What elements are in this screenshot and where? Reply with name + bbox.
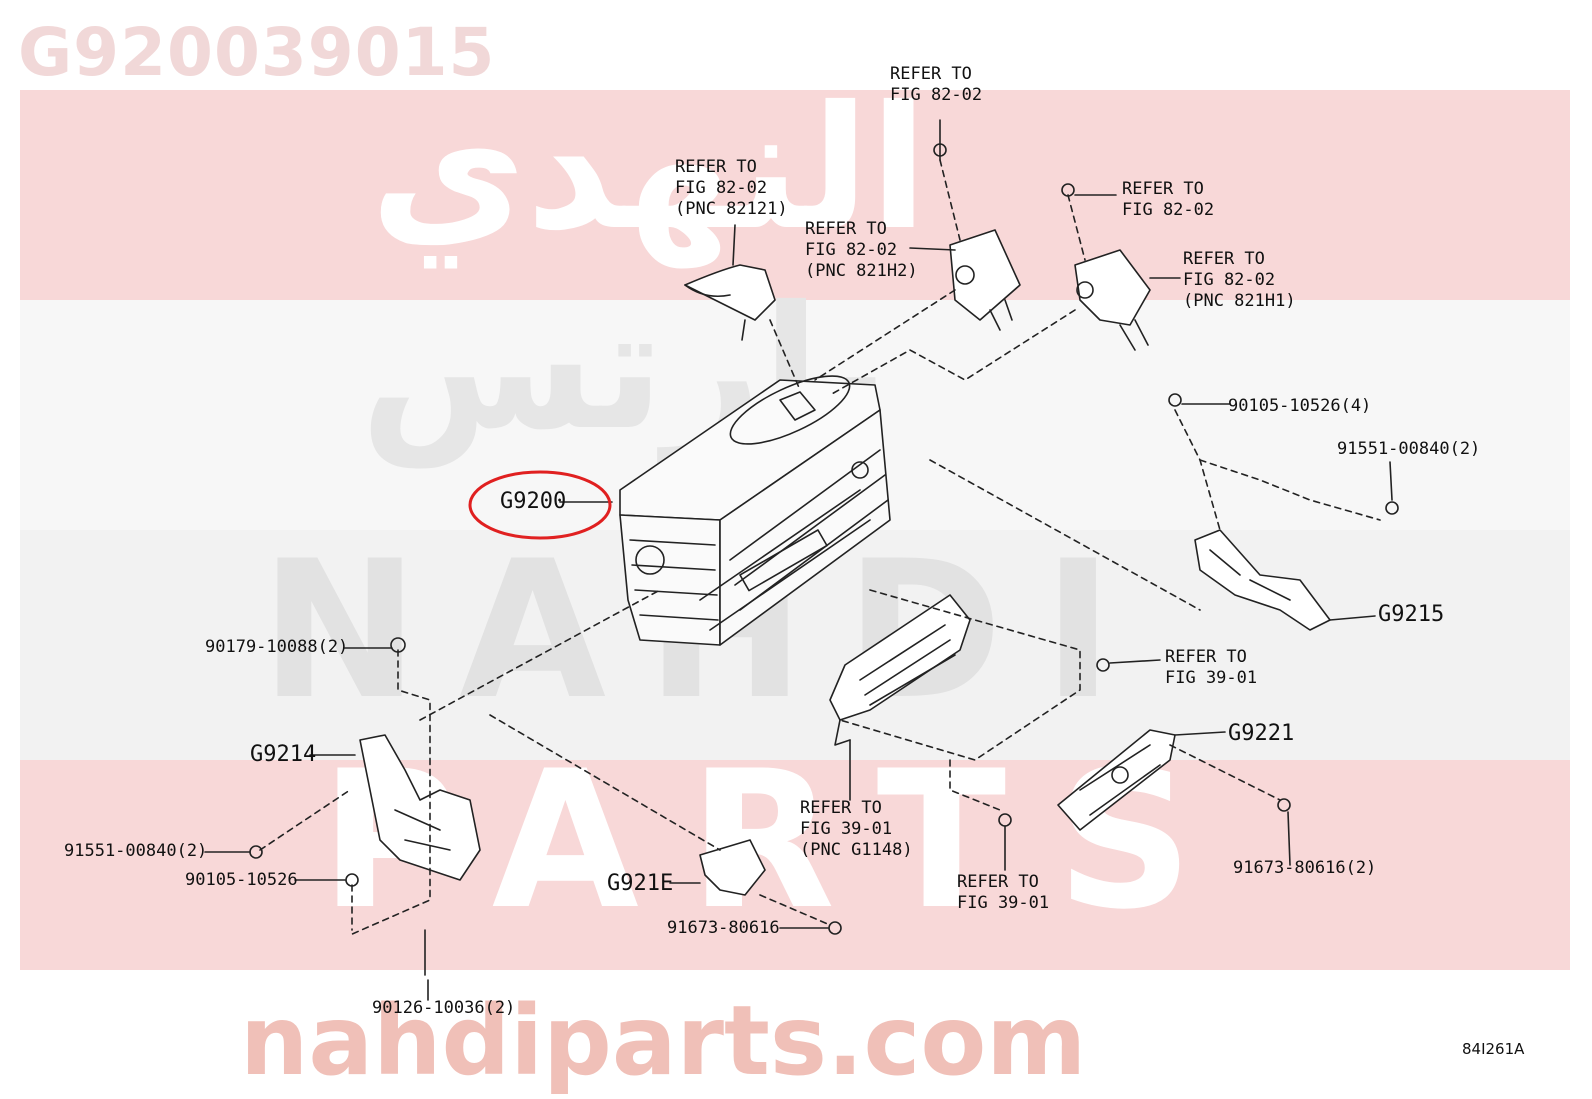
watermark-website: nahdiparts.com xyxy=(240,985,1087,1097)
bracket-g921e-drawing[interactable] xyxy=(699,839,766,896)
callout-g9200[interactable]: G9200 xyxy=(500,489,567,514)
busbar-assembly-drawing[interactable] xyxy=(829,594,971,746)
callout-90126-10036[interactable]: 90126-10036(2) xyxy=(372,998,516,1018)
callout-91551-00840-right[interactable]: 91551-00840(2) xyxy=(1337,439,1481,459)
callout-refer-3901-bottom[interactable]: REFER TO FIG 39-01 xyxy=(957,872,1050,913)
callout-90105-10526-left[interactable]: 90105-10526 xyxy=(185,870,298,890)
watermark-band-top xyxy=(20,90,1570,300)
watermark-band-bottom xyxy=(20,760,1570,970)
bracket-g9215-drawing[interactable] xyxy=(1194,529,1331,631)
figure-code: 84I261A xyxy=(1462,1040,1525,1058)
callout-91551-00840-left[interactable]: 91551-00840(2) xyxy=(64,841,208,861)
callout-refer-821h1[interactable]: REFER TO FIG 82-02 (PNC 821H1) xyxy=(1183,249,1296,311)
sensor-821h1-drawing[interactable] xyxy=(1074,249,1151,351)
sensor-821h2-drawing[interactable] xyxy=(949,229,1021,331)
cover-g9221-drawing[interactable] xyxy=(1057,729,1176,831)
callout-refer-82121[interactable]: REFER TO FIG 82-02 (PNC 82121) xyxy=(675,157,788,219)
callout-90105-10526-4[interactable]: 90105-10526(4) xyxy=(1228,396,1372,416)
g9200-highlight-circle xyxy=(468,470,612,540)
callout-refer-3901-right[interactable]: REFER TO FIG 39-01 xyxy=(1165,647,1258,688)
bracket-g9214-drawing[interactable] xyxy=(359,734,481,881)
watermark-arabic-1: النهدي xyxy=(370,70,928,268)
callout-refer-right-bolt[interactable]: REFER TO FIG 82-02 xyxy=(1122,179,1215,220)
callout-g921e[interactable]: G921E xyxy=(607,871,674,896)
callout-91673-80616-right[interactable]: 91673-80616(2) xyxy=(1233,858,1377,878)
callout-91673-80616-bottom[interactable]: 91673-80616 xyxy=(667,918,780,938)
callout-refer-top[interactable]: REFER TO FIG 82-02 xyxy=(890,64,983,105)
callout-g9221[interactable]: G9221 xyxy=(1228,721,1295,746)
callout-90179-10088[interactable]: 90179-10088(2) xyxy=(205,637,349,657)
callout-g9214[interactable]: G9214 xyxy=(250,742,317,767)
callout-refer-g1148[interactable]: REFER TO FIG 39-01 (PNC G1148) xyxy=(800,798,913,860)
inverter-assembly-drawing[interactable] xyxy=(619,363,891,646)
bolt-right-top xyxy=(1061,183,1075,197)
callout-refer-821h2[interactable]: REFER TO FIG 82-02 (PNC 821H2) xyxy=(805,219,918,281)
callout-g9215[interactable]: G9215 xyxy=(1378,602,1445,627)
connector-82121-drawing[interactable] xyxy=(684,224,776,341)
part-number-title: G920039015 xyxy=(18,14,496,91)
bolt-top xyxy=(933,143,947,157)
